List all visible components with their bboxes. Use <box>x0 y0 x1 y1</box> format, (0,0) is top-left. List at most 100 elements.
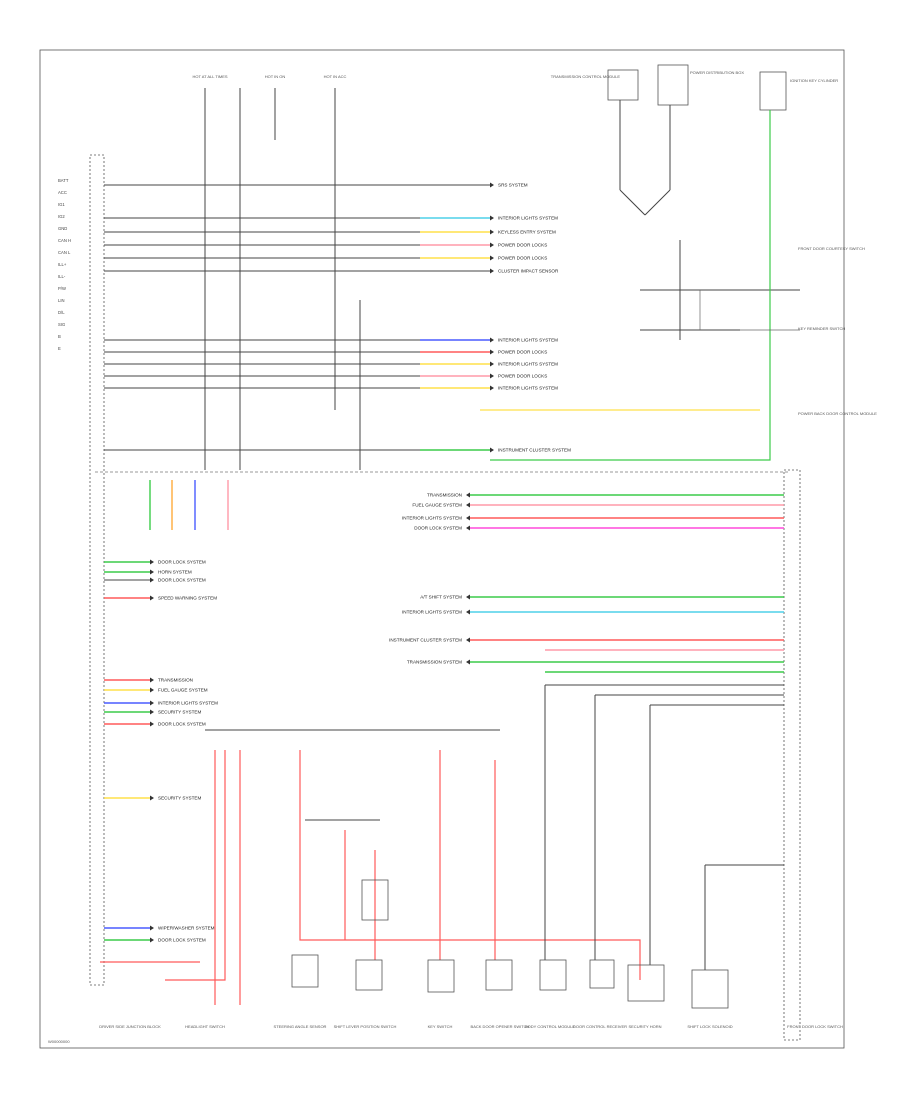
mid-target-label: TRANSMISSION SYSTEM <box>407 660 462 665</box>
bottom-red-harness <box>100 684 784 1005</box>
wire-arrow-icon <box>466 609 470 615</box>
wire-arrow-icon <box>150 721 154 727</box>
wire-arrow-icon <box>490 229 494 235</box>
right-target-label: CLUSTER IMPACT SENSOR <box>498 269 559 274</box>
wire-arrow-icon <box>150 709 154 715</box>
left-pin-label: CAN L <box>58 250 71 255</box>
bottom-component-label: BODY CONTROL MODULE <box>525 1024 575 1029</box>
right-module-outline <box>783 469 801 1041</box>
left-pin-label: ACC <box>58 190 67 195</box>
right-target-label: INSTRUMENT CLUSTER SYSTEM <box>498 448 571 453</box>
mid-target-label: FUEL GAUGE SYSTEM <box>412 503 462 508</box>
left-pin-label: IG1 <box>58 202 65 207</box>
wire-arrow-icon <box>490 361 494 367</box>
mid-target-label: INTERIOR LIGHTS SYSTEM <box>402 610 462 615</box>
left-pin-label: SIG <box>58 322 65 327</box>
top-wire-group <box>104 182 494 453</box>
left-target-label: DOOR LOCK SYSTEM <box>158 938 206 943</box>
left-pin-label: B <box>58 334 61 339</box>
wire-arrow-icon <box>150 559 154 565</box>
right-target-label: INTERIOR LIGHTS SYSTEM <box>498 338 558 343</box>
wire-arrow-icon <box>466 525 470 531</box>
wire-arrow-icon <box>150 569 154 575</box>
left-lower-wire-group <box>104 480 229 943</box>
wire-arrow-icon <box>490 268 494 274</box>
left-target-label: SECURITY SYSTEM <box>158 796 201 801</box>
wire-arrow-icon <box>490 215 494 221</box>
wire-arrow-icon <box>150 577 154 583</box>
right-target-label: SRS SYSTEM <box>498 183 528 188</box>
bottom-component-label: DRIVER SIDE JUNCTION BLOCK <box>99 1024 161 1029</box>
left-pin-label: IG2 <box>58 214 65 219</box>
wire-arrow-icon <box>150 677 154 683</box>
left-pin-label: GND <box>58 226 67 231</box>
right-target-label: INTERIOR LIGHTS SYSTEM <box>498 386 558 391</box>
bottom-component-label: HEADLIGHT SWITCH <box>185 1024 225 1029</box>
mid-target-label: INTERIOR LIGHTS SYSTEM <box>402 516 462 521</box>
wire-arrow-icon <box>466 515 470 521</box>
top-right-wiring <box>480 64 800 461</box>
right-target-label: POWER DOOR LOCKS <box>498 256 547 261</box>
wire-arrow-icon <box>490 242 494 248</box>
wire-arrow-icon <box>490 447 494 453</box>
bottom-component-label: KEY SWITCH <box>428 1024 453 1029</box>
bottom-component-boxes <box>291 879 729 1009</box>
wire-arrow-icon <box>150 595 154 601</box>
left-pin-label: ILL+ <box>58 262 67 267</box>
wire-arrow-icon <box>490 182 494 188</box>
left-target-label: DOOR LOCK SYSTEM <box>158 722 206 727</box>
diagram-frame <box>39 49 845 1049</box>
wire-arrow-icon <box>150 700 154 706</box>
left-module-outline <box>89 154 105 986</box>
left-target-label: DOOR LOCK SYSTEM <box>158 578 206 583</box>
wire-arrow-icon <box>466 637 470 643</box>
mid-right-wire-group <box>466 492 784 673</box>
wire-arrow-icon <box>466 594 470 600</box>
left-target-label: HORN SYSTEM <box>158 570 192 575</box>
left-pin-label: P/W <box>58 286 66 291</box>
left-target-label: SPEED WARNING SYSTEM <box>158 596 217 601</box>
bottom-component-label: BACK DOOR OPENER SWITCH <box>471 1024 530 1029</box>
bottom-component-label: STEERING ANGLE SENSOR <box>274 1024 327 1029</box>
right-target-label: INTERIOR LIGHTS SYSTEM <box>498 362 558 367</box>
right-component-label: POWER BACK DOOR CONTROL MODULE <box>798 411 877 416</box>
fuse-label: HOT IN ACC <box>324 74 347 79</box>
left-target-label: INTERIOR LIGHTS SYSTEM <box>158 701 218 706</box>
wire-arrow-icon <box>490 337 494 343</box>
wire-arrow-icon <box>466 502 470 508</box>
right-target-label: KEYLESS ENTRY SYSTEM <box>498 230 556 235</box>
wire-arrow-icon <box>466 659 470 665</box>
mid-target-label: TRANSMISSION <box>427 493 462 498</box>
right-target-label: INTERIOR LIGHTS SYSTEM <box>498 216 558 221</box>
right-target-label: POWER DOOR LOCKS <box>498 350 547 355</box>
wire-arrow-icon <box>150 925 154 931</box>
top-right-component-label: TRANSMISSION CONTROL MODULE <box>551 74 621 79</box>
mid-target-label: A/T SHIFT SYSTEM <box>420 595 462 600</box>
vertical-bus-lines <box>204 88 361 470</box>
top-right-component-label: IGNITION KEY CYLINDER <box>790 78 838 83</box>
left-pin-label: LIN <box>58 298 65 303</box>
left-pin-label: ILL- <box>58 274 66 279</box>
left-target-label: SECURITY SYSTEM <box>158 710 201 715</box>
bottom-component-label: SHIFT LEVER POSITION SWITCH <box>334 1024 397 1029</box>
left-target-label: DOOR LOCK SYSTEM <box>158 560 206 565</box>
wire-arrow-icon <box>490 385 494 391</box>
mid-target-label: INSTRUMENT CLUSTER SYSTEM <box>389 638 462 643</box>
bottom-component-label: FRONT DOOR LOCK SWITCH <box>787 1024 843 1029</box>
wire-arrow-icon <box>490 255 494 261</box>
right-target-label: POWER DOOR LOCKS <box>498 374 547 379</box>
wire-arrow-icon <box>150 687 154 693</box>
fuse-label: HOT AT ALL TIMES <box>192 74 227 79</box>
fuse-label: HOT IN ON <box>265 74 286 79</box>
left-pin-label: E <box>58 346 61 351</box>
bottom-component-label: DOOR CONTROL RECEIVER <box>573 1024 627 1029</box>
left-target-label: WIPER/WASHER SYSTEM <box>158 926 215 931</box>
bottom-component-label: SHIFT LOCK SOLENOID <box>687 1024 732 1029</box>
wire-arrow-icon <box>150 937 154 943</box>
wire-arrow-icon <box>490 373 494 379</box>
right-component-label: KEY REMINDER SWITCH <box>798 326 845 331</box>
wire-arrow-icon <box>490 349 494 355</box>
mid-target-label: DOOR LOCK SYSTEM <box>414 526 462 531</box>
top-right-component-label: POWER DISTRIBUTION BOX <box>690 70 744 75</box>
